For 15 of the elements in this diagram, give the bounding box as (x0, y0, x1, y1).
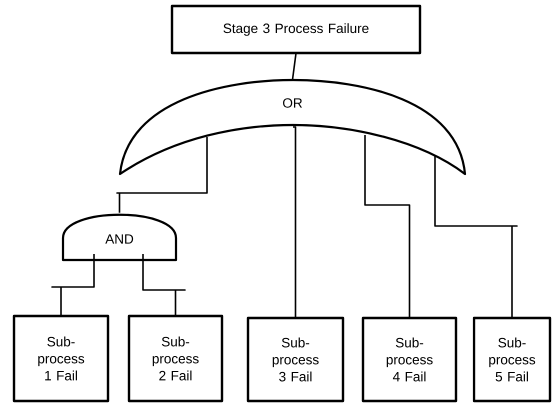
or-gate: OR (118, 78, 466, 176)
event-box: Stage 3 Process Failure (170, 4, 422, 54)
connector-line (364, 135, 410, 318)
connector-line (293, 126, 296, 318)
event-box: Sub- process 5 Fail (472, 316, 552, 402)
event-box: Sub- process 4 Fail (362, 316, 458, 402)
connector-line (116, 137, 208, 213)
connector-line (51, 254, 95, 316)
connector-line (142, 254, 186, 316)
and-gate: AND (62, 214, 178, 262)
event-box: Sub- process 1 Fail (12, 314, 110, 402)
event-box: Sub- process 3 Fail (246, 316, 344, 402)
connector-line (292, 53, 297, 80)
event-box: Sub- process 2 Fail (128, 314, 224, 402)
connector-line (434, 155, 518, 318)
